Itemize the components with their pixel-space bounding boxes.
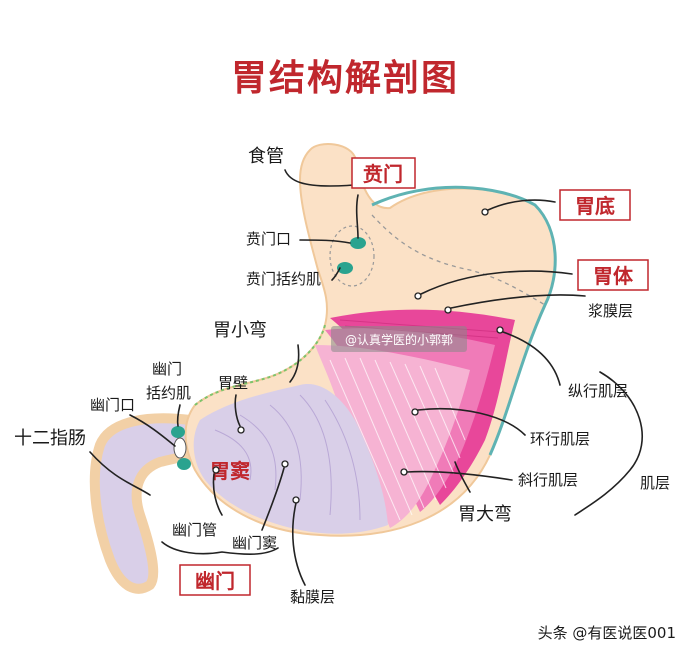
label-cardia: 贲门	[363, 162, 403, 186]
lesser-curvature-line	[194, 324, 326, 406]
box-cardia	[351, 157, 416, 189]
leader-pyloric-orifice	[129, 414, 176, 447]
leader-duodenum	[89, 451, 151, 496]
cardiac-orifice-marker	[350, 237, 366, 249]
leader-longitudinal	[502, 331, 561, 386]
label-body: 胃体	[593, 264, 634, 288]
muscle-fibers	[329, 357, 466, 521]
leader-cardiac-orifice	[299, 239, 351, 244]
label-stomach-wall: 胃壁	[218, 374, 248, 392]
leader-body	[420, 270, 573, 295]
leader-greater-curvature	[454, 461, 471, 493]
label-cardiac-orifice: 贲门口	[246, 230, 291, 248]
label-muscle-layer: 肌层	[640, 474, 670, 492]
box-fundus	[559, 189, 631, 221]
label-pylorus: 幽门	[195, 569, 235, 593]
label-greater-curvature: 胃大弯	[458, 504, 512, 525]
leader-circular	[417, 407, 526, 436]
leader-pyloric-sphincter	[176, 404, 181, 427]
leader-pyloric-antrum	[261, 467, 285, 531]
pyloric-sphincter-marker-top	[171, 426, 185, 438]
box-pylorus	[179, 564, 251, 596]
dot-body	[414, 292, 422, 300]
bracket-muscle-layer	[574, 371, 644, 516]
dot-oblique	[400, 468, 408, 476]
dot-pyloric-canal	[212, 466, 220, 474]
label-circular: 环行肌层	[530, 430, 590, 448]
cardiac-sphincter-marker	[337, 262, 353, 274]
leader-mucosa	[292, 502, 306, 586]
label-pyloric-sphincter-1: 幽门	[152, 360, 182, 378]
serosa-line	[371, 185, 557, 456]
duodenum-shape	[89, 413, 205, 594]
label-mucosa: 黏膜层	[290, 588, 335, 606]
dot-pyloric-antrum	[281, 460, 289, 468]
pyloric-sphincter-marker-bottom	[177, 458, 191, 470]
leader-pyloric-canal	[212, 473, 223, 516]
box-body	[577, 259, 649, 291]
dot-fundus	[481, 208, 489, 216]
credit-text: 头条 @有医说医001	[538, 624, 676, 642]
dot-circular	[411, 408, 419, 416]
label-longitudinal: 纵行肌层	[568, 382, 628, 400]
dot-longitudinal	[496, 326, 504, 334]
dot-serosa	[444, 306, 452, 314]
label-fundus: 胃底	[575, 194, 615, 218]
pyloric-orifice-marker	[173, 437, 187, 459]
watermark-text: @认真学医的小郭郭	[345, 332, 453, 347]
label-cardiac-sphincter: 贲门括约肌	[246, 270, 321, 288]
leader-fundus	[487, 199, 556, 211]
cardia-dashed-ring	[329, 225, 375, 287]
label-serosa: 浆膜层	[588, 302, 633, 320]
leader-cardia	[355, 194, 359, 239]
label-pyloric-orifice: 幽门口	[90, 396, 135, 414]
leader-cardiac-sphincter	[331, 267, 341, 281]
label-esophagus: 食管	[248, 146, 284, 167]
label-lesser-curvature: 胃小弯	[213, 320, 267, 341]
watermark-bg	[331, 326, 467, 352]
dot-stomach-wall	[237, 426, 245, 434]
leader-stomach-wall	[234, 394, 241, 427]
leader-lesser-curvature	[289, 344, 300, 383]
mucosa-antrum	[193, 384, 388, 534]
label-pyloric-canal: 幽门管	[172, 521, 217, 539]
label-pyloric-sphincter-2: 括约肌	[146, 384, 191, 402]
diagram-title: 胃结构解剖图	[231, 57, 459, 99]
label-pyloric-antrum: 幽门窦	[232, 534, 277, 552]
fundus-boundary	[371, 214, 546, 306]
leader-serosa	[450, 294, 586, 309]
mucosa-folds	[214, 394, 361, 521]
label-duodenum: 十二指肠	[14, 428, 86, 449]
dot-mucosa	[292, 496, 300, 504]
label-oblique: 斜行肌层	[518, 471, 578, 489]
bracket-pylorus	[161, 541, 279, 555]
